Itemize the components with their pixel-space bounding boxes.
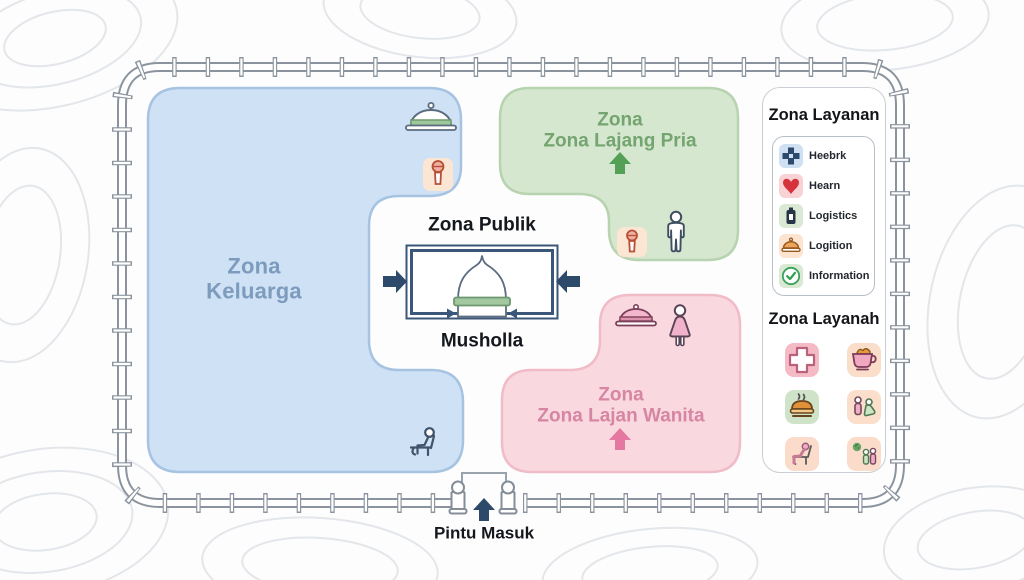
legend-row: Heebrk [779, 144, 868, 168]
gate-post [498, 480, 518, 515]
legend-panel: Zona Layanan Heebrk Hearn [762, 87, 886, 473]
resting-person-icon [785, 437, 819, 471]
perimeter-fence [112, 57, 910, 513]
zone-publik-title: Zona Publik [428, 214, 536, 236]
resting-person-icon [409, 427, 436, 457]
musholla-building [383, 244, 580, 320]
zone-lajang-wanita-label: Zona Zona Lajan Wanita [537, 384, 705, 427]
standing-man-icon [667, 210, 685, 253]
mosque-dome-icon [453, 255, 511, 318]
legend-item-label: Logition [809, 240, 853, 252]
inward-arrow-icon [424, 308, 540, 319]
service-tile-grid [785, 343, 881, 471]
food-cloche-icon [615, 304, 657, 327]
heart-icon [779, 174, 803, 198]
musholla-label: Musholla [440, 330, 524, 352]
fence-posts [112, 57, 910, 513]
supply-bottle-icon [779, 204, 803, 228]
up-arrow-icon [609, 152, 631, 174]
legend-row: Logition [779, 234, 868, 258]
food-cloche-icon [405, 101, 457, 131]
legend-item-label: Heebrk [809, 150, 847, 162]
inward-arrow-icon [383, 270, 580, 293]
food-cloche-icon [779, 234, 803, 258]
legend-item-label: Hearn [809, 180, 841, 192]
tea-cup-icon [847, 343, 881, 377]
up-arrow-icon [473, 498, 495, 521]
entrance-label: Pintu Masuk [433, 523, 535, 543]
zone-keluarga [146, 86, 465, 474]
gate-post [448, 480, 468, 515]
children-play-icon [847, 437, 881, 471]
legend-row: Logistics [779, 204, 868, 228]
microphone-icon [423, 158, 453, 191]
microphone-icon [617, 227, 647, 257]
caregiving-people-icon [847, 390, 881, 424]
entrance-gate [448, 472, 518, 521]
zone-lajang-pria-label: Zona Zona Lajang Pria [543, 109, 697, 152]
legend-row: Information [779, 264, 870, 288]
up-arrow-icon [609, 428, 631, 450]
medical-cross-icon [779, 144, 803, 168]
legend-list: Heebrk Hearn Logistics [772, 136, 875, 296]
legend-row: Hearn [779, 174, 868, 198]
check-circle-icon [779, 264, 803, 288]
zone-keluarga-label: Zona Keluarga [206, 253, 302, 303]
legend-item-label: Information [809, 270, 870, 282]
legend-section2-title: Zona Layanah [768, 310, 880, 328]
legend-item-label: Logistics [809, 210, 858, 222]
hot-meal-icon [785, 390, 819, 424]
medical-cross-icon [785, 343, 819, 377]
legend-section1-title: Zona Layanan [768, 106, 880, 124]
standing-woman-icon [669, 304, 691, 347]
